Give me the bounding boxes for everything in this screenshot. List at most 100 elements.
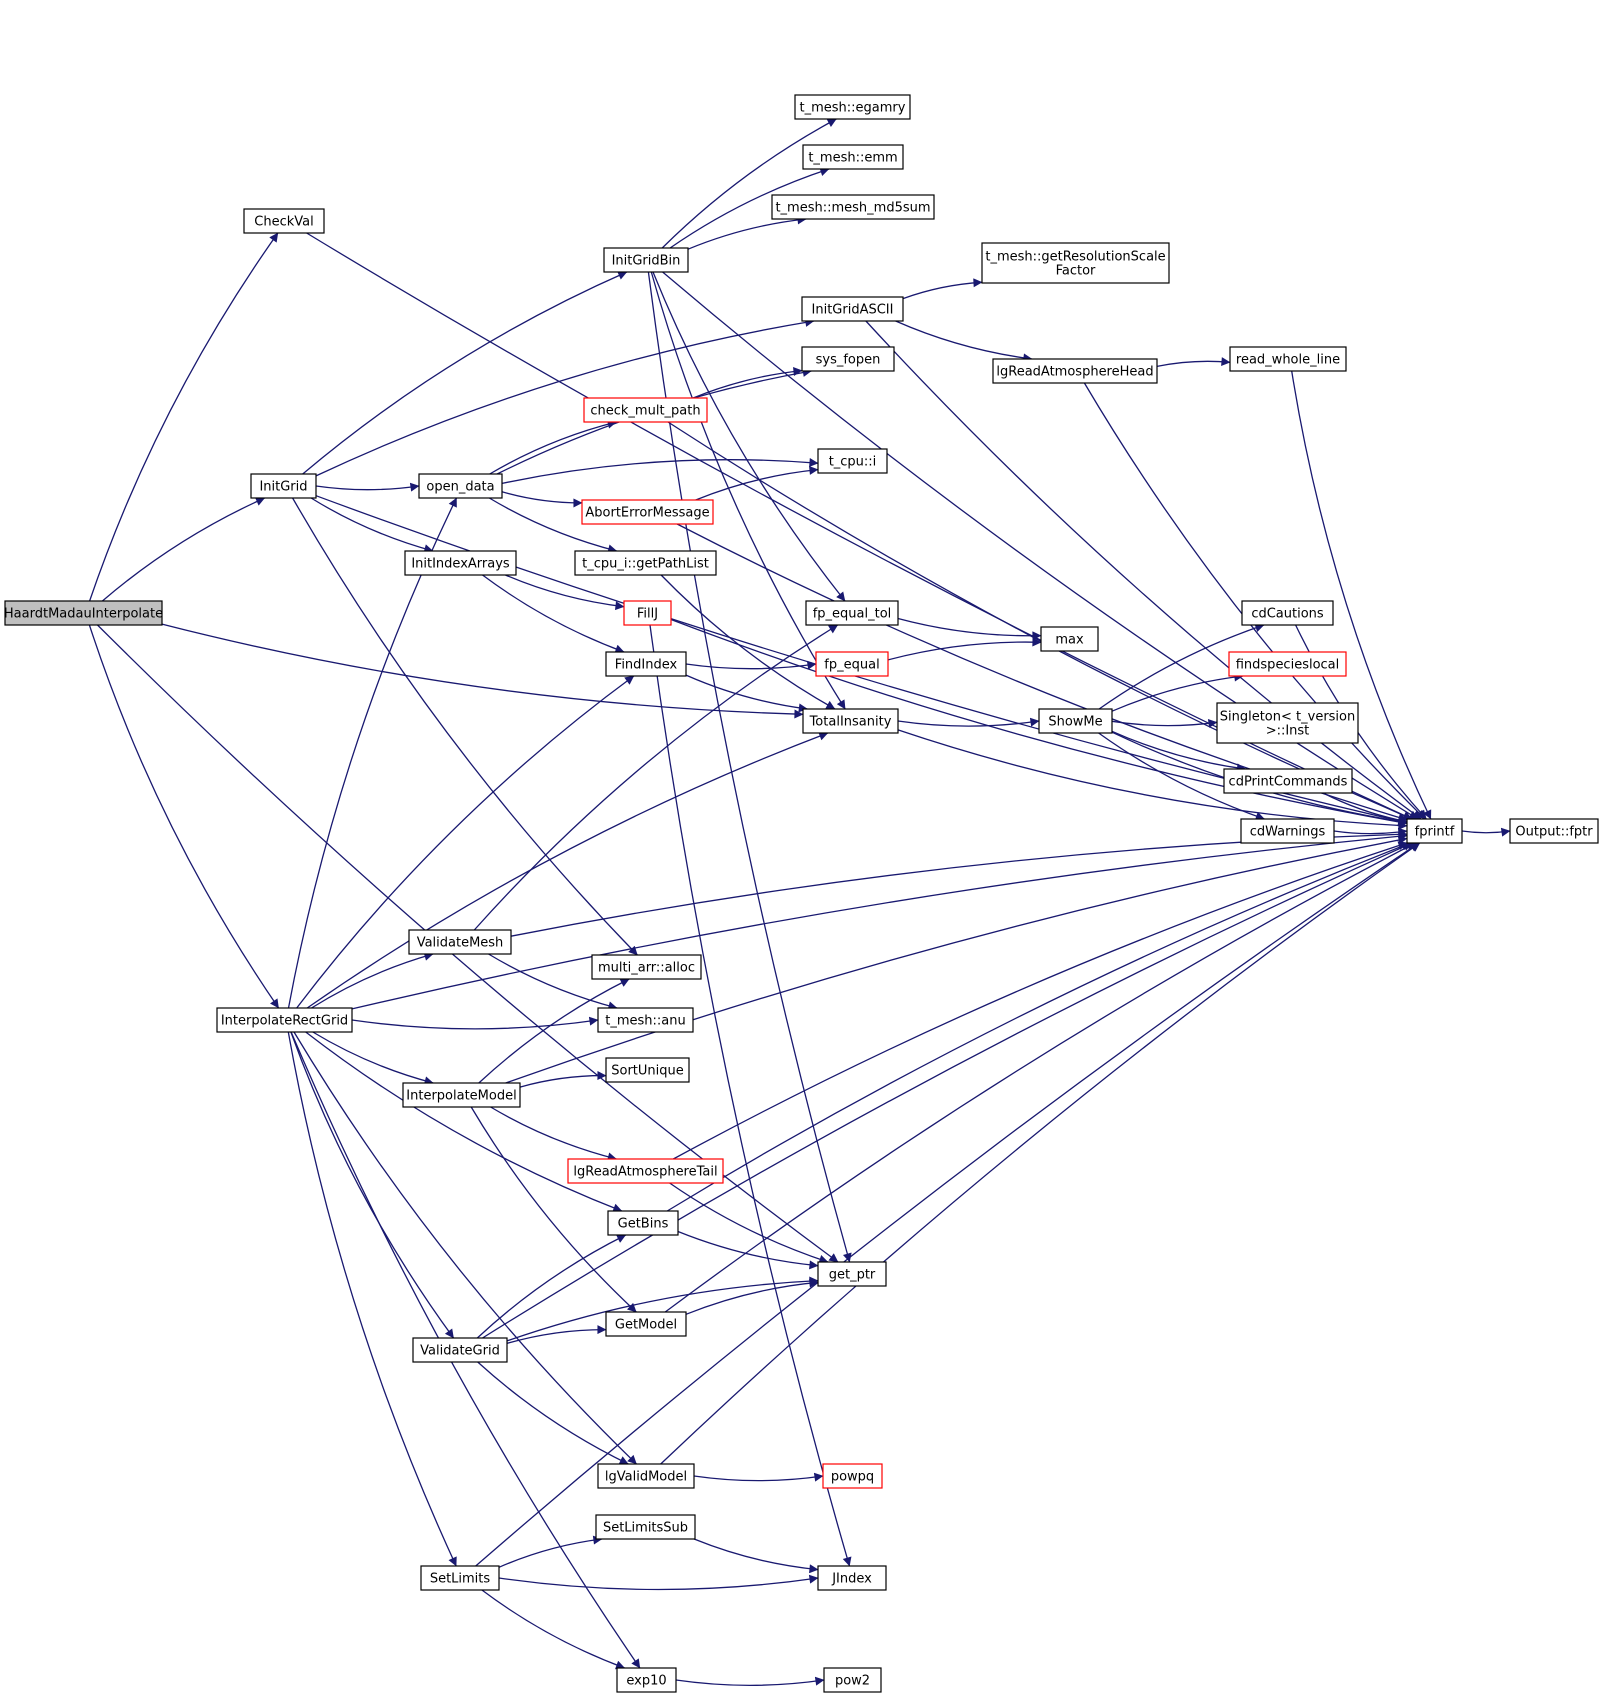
node-label: t_mesh::anu xyxy=(605,1014,685,1029)
node-exp10[interactable]: exp10 xyxy=(616,1667,677,1693)
edge-fillj-to-jindex xyxy=(649,624,852,1567)
node-fillj[interactable]: FillJ xyxy=(623,600,672,626)
node-label: get_ptr xyxy=(829,1268,876,1283)
node-pow2[interactable]: pow2 xyxy=(823,1667,882,1693)
node-label: FindIndex xyxy=(615,658,678,673)
node-initgridbin[interactable]: InitGridBin xyxy=(603,247,689,273)
node-t-mesh-mesh-md5sum[interactable]: t_mesh::mesh_md5sum xyxy=(771,194,935,220)
node-label: lgReadAtmosphereTail xyxy=(573,1165,717,1180)
node-label: sys_fopen xyxy=(816,353,881,368)
node-label: InitGridBin xyxy=(612,254,681,269)
node-box xyxy=(822,1463,883,1489)
node-cdprintcommands[interactable]: cdPrintCommands xyxy=(1223,768,1353,794)
node-check-mult-path[interactable]: check_mult_path xyxy=(583,397,708,423)
node-checkval[interactable]: CheckVal xyxy=(243,208,325,234)
node-box xyxy=(1223,768,1353,794)
node-initgrid[interactable]: InitGrid xyxy=(250,473,317,499)
node-box xyxy=(981,242,1170,284)
node-label: check_mult_path xyxy=(590,404,700,419)
node-label: fprintf xyxy=(1415,825,1455,840)
edge-validategrid-to-fprintf xyxy=(482,842,1413,1339)
node-t-mesh-emm[interactable]: t_mesh::emm xyxy=(802,144,904,170)
node-totalinsanity[interactable]: TotalInsanity xyxy=(802,708,899,734)
node-box xyxy=(805,600,899,626)
node-lgvalidmodel[interactable]: lgValidModel xyxy=(597,1463,695,1489)
node-sortunique[interactable]: SortUnique xyxy=(605,1057,690,1083)
node-label: powpq xyxy=(831,1470,874,1485)
edge-validatemesh-to-fp-equal-tol xyxy=(473,624,839,931)
node-t-mesh-anu[interactable]: t_mesh::anu xyxy=(597,1007,694,1033)
node-label: t_cpu_i::getPathList xyxy=(582,557,709,572)
edge-showme-to-cdprintcommands xyxy=(1111,730,1246,773)
node-box xyxy=(802,144,904,170)
node-sys-fopen[interactable]: sys_fopen xyxy=(801,346,895,372)
node-validatemesh[interactable]: ValidateMesh xyxy=(408,929,512,955)
node-t-mesh-egamry[interactable]: t_mesh::egamry xyxy=(794,94,911,120)
node-fprintf[interactable]: fprintf xyxy=(1406,818,1463,844)
node-findspecieslocal[interactable]: findspecieslocal xyxy=(1228,651,1347,677)
node-aborterrormessage[interactable]: AbortErrorMessage xyxy=(581,499,714,525)
edge-validatemesh-to-t-mesh-anu xyxy=(488,953,618,1011)
node-jindex[interactable]: JIndex xyxy=(817,1565,887,1591)
edge-t-cpu-i-getpathlist-to-totalinsanity xyxy=(660,574,836,710)
node-output-fptr[interactable]: Output::fptr xyxy=(1509,818,1599,844)
edge-interpolaterectgrid-to-lgvalidmodel xyxy=(293,1031,637,1465)
node-label: Output::fptr xyxy=(1515,825,1593,840)
node-showme[interactable]: ShowMe xyxy=(1038,708,1113,734)
node-fp-equal-tol[interactable]: fp_equal_tol xyxy=(805,600,899,626)
node-multi-arr-alloc[interactable]: multi_arr::alloc xyxy=(591,954,702,980)
node-t-cpu-i-getpathlist[interactable]: t_cpu_i::getPathList xyxy=(574,550,717,576)
node-interpolatemodel[interactable]: InterpolateModel xyxy=(402,1082,521,1108)
node-findindex[interactable]: FindIndex xyxy=(605,651,687,677)
node-label: ValidateMesh xyxy=(417,936,504,951)
node-t-cpu-i[interactable]: t_cpu::i xyxy=(817,448,888,474)
edge-showme-to-cdcautions xyxy=(1098,623,1265,710)
node-cdwarnings[interactable]: cdWarnings xyxy=(1240,818,1335,844)
node-box xyxy=(815,651,889,677)
node-label: InitIndexArrays xyxy=(411,557,510,572)
node-fp-equal[interactable]: fp_equal xyxy=(815,651,889,677)
node-getbins[interactable]: GetBins xyxy=(607,1210,679,1236)
node-label: t_mesh::emm xyxy=(808,151,897,166)
edge-totalinsanity-to-showme xyxy=(897,717,1040,727)
node-label: t_mesh::egamry xyxy=(800,101,906,116)
node-powpq[interactable]: powpq xyxy=(822,1463,883,1489)
node-get-ptr[interactable]: get_ptr xyxy=(817,1261,887,1287)
node-getmodel[interactable]: GetModel xyxy=(605,1311,687,1337)
node-lgreadatmospherehead[interactable]: lgReadAtmosphereHead xyxy=(992,358,1158,384)
node-box xyxy=(597,1007,694,1033)
node-haardtmadauinterpolate[interactable]: HaardtMadauInterpolate xyxy=(4,600,163,626)
node-label: TotalInsanity xyxy=(809,715,892,730)
node-lgreadatmospheretail[interactable]: lgReadAtmosphereTail xyxy=(567,1158,724,1184)
edge-lgreadatmospherehead-to-read-whole-line xyxy=(1156,357,1231,368)
node-initgridascii[interactable]: InitGridASCII xyxy=(801,296,904,322)
edge-interpolaterectgrid-to-interpolatemodel xyxy=(312,1031,434,1086)
edge-initgridascii-to-lgreadatmospherehead xyxy=(895,320,1033,363)
node-box xyxy=(583,397,708,423)
node-label: InitGrid xyxy=(259,480,307,495)
node-initindexarrays[interactable]: InitIndexArrays xyxy=(404,550,517,576)
edge-initgridbin-to-t-mesh-emm xyxy=(669,167,830,249)
node-interpolaterectgrid[interactable]: InterpolateRectGrid xyxy=(216,1007,353,1033)
edge-open-data-to-aborterrormessage xyxy=(501,491,583,508)
edge-initgridascii-to-fprintf xyxy=(865,320,1422,820)
node-singleton-t-version-inst[interactable]: Singleton< t_version>::Inst xyxy=(1216,702,1359,744)
edge-initindexarrays-to-findindex xyxy=(482,574,625,654)
node-cdcautions[interactable]: cdCautions xyxy=(1241,600,1334,626)
node-validategrid[interactable]: ValidateGrid xyxy=(412,1337,508,1363)
node-max[interactable]: max xyxy=(1040,626,1099,652)
node-box xyxy=(1509,818,1599,844)
node-setlimitssub[interactable]: SetLimitsSub xyxy=(595,1514,696,1540)
node-setlimits[interactable]: SetLimits xyxy=(420,1565,500,1591)
edge-check-mult-path-to-sys-fopen xyxy=(692,367,803,399)
edge-interpolatemodel-to-getmodel xyxy=(470,1106,637,1313)
node-label: ValidateGrid xyxy=(420,1344,500,1359)
node-box xyxy=(1229,346,1347,372)
node-label: SetLimits xyxy=(430,1572,491,1587)
node-read-whole-line[interactable]: read_whole_line xyxy=(1229,346,1347,372)
node-open-data[interactable]: open_data xyxy=(418,473,503,499)
edge-interpolaterectgrid-to-validatemesh xyxy=(311,952,434,1009)
edge-interpolaterectgrid-to-t-mesh-anu xyxy=(351,1016,599,1030)
